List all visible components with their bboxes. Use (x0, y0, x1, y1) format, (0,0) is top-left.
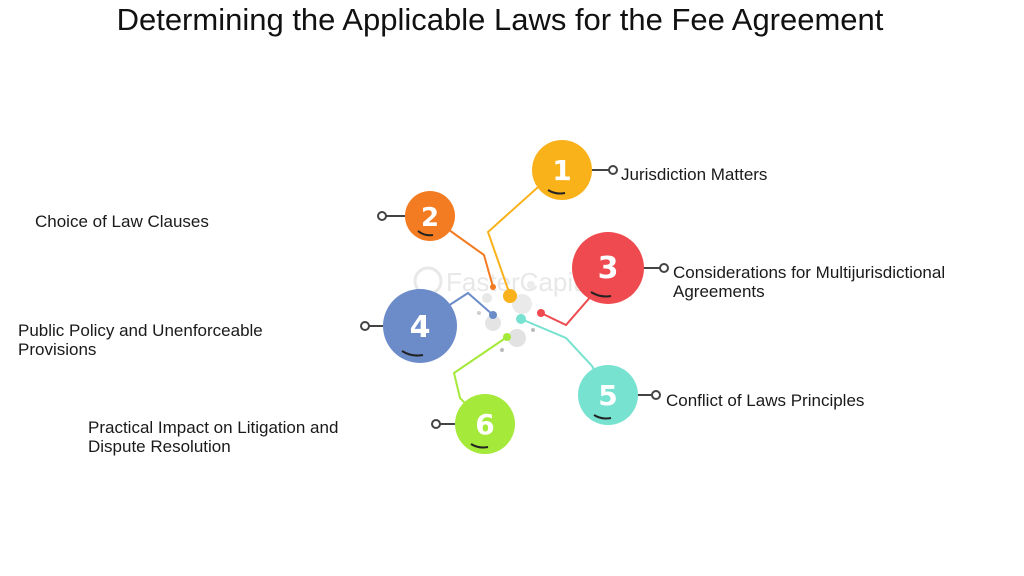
node-4-hub-dot (489, 311, 497, 319)
node-5-hub-dot (516, 314, 526, 324)
node-4-number: 4 (410, 310, 431, 345)
node-4: 4 (360, 289, 497, 363)
center-dot (500, 348, 504, 352)
node-5-label: Conflict of Laws Principles (666, 391, 865, 410)
center-dot (477, 311, 481, 315)
node-2-circle (405, 191, 455, 241)
node-5: 5 (516, 314, 661, 425)
node-1-label: Jurisdiction Matters (621, 165, 768, 184)
node-6-circle (455, 394, 515, 454)
node-6: 6 (431, 333, 515, 454)
page-title: Determining the Applicable Laws for the … (116, 2, 884, 37)
node-3-hub-dot (537, 309, 545, 317)
node-2-label: Choice of Law Clauses (35, 212, 209, 231)
node-1-number: 1 (552, 154, 571, 187)
node-2: 2 (377, 191, 496, 290)
center-dot (527, 281, 535, 289)
node-5-anchor-icon (651, 390, 661, 400)
node-2-number: 2 (421, 203, 439, 233)
node-6-number: 6 (475, 408, 494, 441)
node-2-hub-dot (490, 284, 496, 290)
node-4-accent (401, 350, 424, 357)
node-1: 1 (486, 140, 618, 303)
node-1-anchor-icon (608, 165, 618, 175)
node-1-accent (547, 189, 566, 195)
node-4-label: Public Policy and Unenforceable Provisio… (18, 321, 263, 359)
node-6-anchor-icon (431, 419, 441, 429)
node-6-hub-dot (503, 333, 511, 341)
node-2-accent (417, 230, 434, 237)
node-4-anchor-icon (360, 321, 370, 331)
node-1-circle (532, 140, 592, 200)
node-3-accent (590, 291, 612, 298)
center-dot (485, 315, 501, 331)
node-1-hub-dot (503, 289, 517, 303)
node-5-number: 5 (598, 379, 617, 412)
node-3: 3 (537, 232, 669, 327)
node-2-anchor-icon (377, 211, 387, 221)
center-dot (508, 329, 526, 347)
node-6-label: Practical Impact on Litigation and Dispu… (88, 418, 339, 456)
center-dot (512, 294, 532, 314)
center-cluster (477, 281, 535, 352)
node-5-circle (578, 365, 638, 425)
node-6-accent (470, 443, 489, 449)
node-4-circle (383, 289, 457, 363)
node-3-label: Considerations for Multijurisdictional A… (673, 263, 946, 301)
node-3-number: 3 (598, 251, 619, 286)
center-dot (531, 328, 535, 332)
center-dot (482, 293, 492, 303)
node-5-accent (593, 414, 612, 420)
node-3-circle (572, 232, 644, 304)
node-3-anchor-icon (659, 263, 669, 273)
